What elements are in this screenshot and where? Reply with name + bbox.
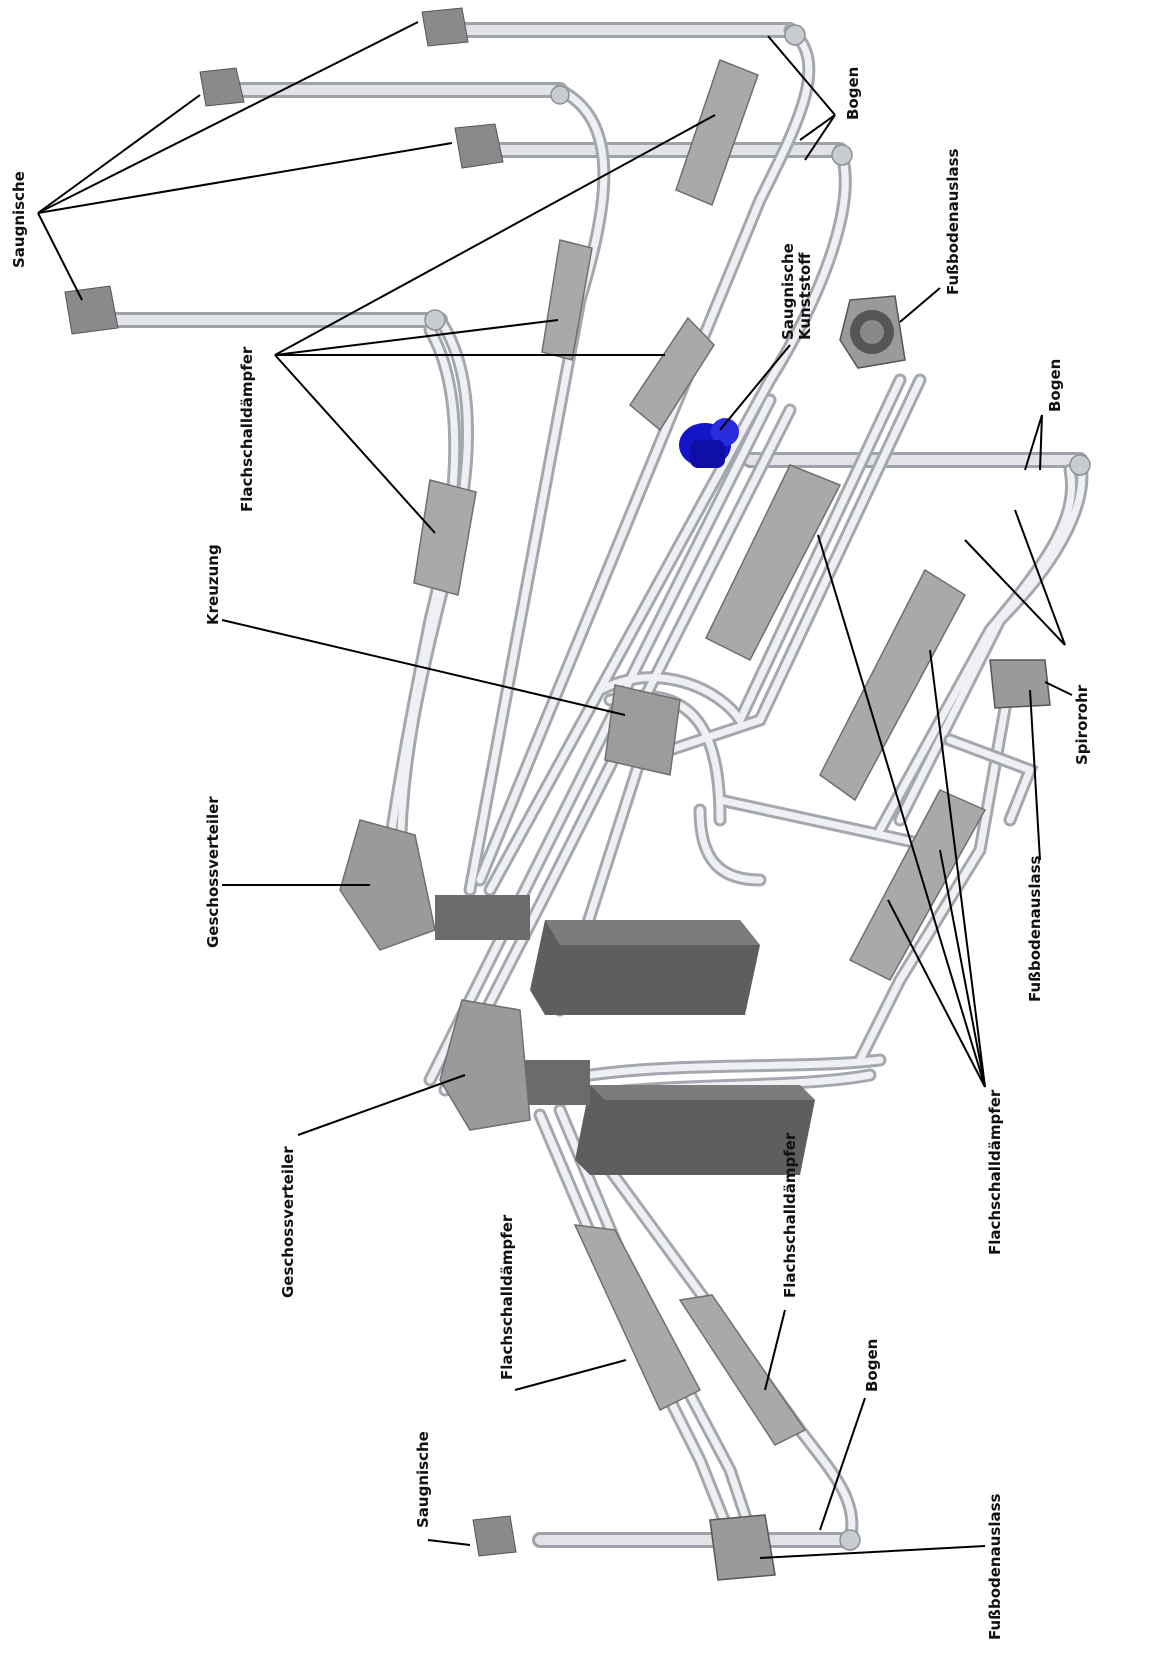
label-flachschalldaempfer-bottom-right: Flachschalldämpfer <box>781 1132 799 1298</box>
label-saugnische-kunststoff-line2: Kunststoff <box>796 252 814 340</box>
kreuzung-box <box>604 684 681 776</box>
label-fussbodenauslass-bottom: Fußbodenauslass <box>986 1493 1004 1640</box>
label-bogen-top: Bogen <box>844 67 862 120</box>
spirorohr-outlet <box>989 659 1051 709</box>
label-bogen-right: Bogen <box>1046 359 1064 412</box>
components <box>64 7 1091 1581</box>
label-saugnische-kunststoff-line1: Saugnische <box>779 243 797 340</box>
bogen-bends <box>424 24 1091 1551</box>
geschossverteiler-box-lower <box>439 999 531 1131</box>
shafts <box>435 895 815 1175</box>
label-flachschalldaempfer-right: Flachschalldämpfer <box>986 1089 1004 1255</box>
saugnische-box <box>64 7 517 1557</box>
geschossverteiler-box-upper <box>339 819 436 951</box>
labels: Saugnische Bogen Flachschalldämpfer Fußb… <box>10 67 1091 1640</box>
label-geschossverteiler-lower: Geschossverteiler <box>279 1146 297 1298</box>
fussbodenauslass-bottom <box>709 1514 776 1581</box>
leader-lines <box>37 21 1073 1559</box>
flachschalldaempfer-box <box>413 59 987 1446</box>
pipes <box>102 22 1089 1567</box>
label-flachschalldaempfer-bottom-left: Flachschalldämpfer <box>498 1214 516 1380</box>
label-bogen-bottom: Bogen <box>863 1339 881 1392</box>
label-geschossverteiler-upper: Geschossverteiler <box>204 796 222 948</box>
fussbodenauslass-round <box>839 295 906 369</box>
label-flachschalldaempfer-top: Flachschalldämpfer <box>238 346 256 512</box>
label-kreuzung: Kreuzung <box>204 544 222 625</box>
label-saugnische-bottom: Saugnische <box>414 1431 432 1528</box>
label-fussbodenauslass-top: Fußbodenauslass <box>944 148 962 295</box>
label-fussbodenauslass-middle: Fußbodenauslass <box>1026 855 1044 1002</box>
label-spirorohr: Spirorohr <box>1073 684 1091 765</box>
label-saugnische-top: Saugnische <box>10 171 28 268</box>
saugnische-kunststoff-part <box>679 418 739 468</box>
